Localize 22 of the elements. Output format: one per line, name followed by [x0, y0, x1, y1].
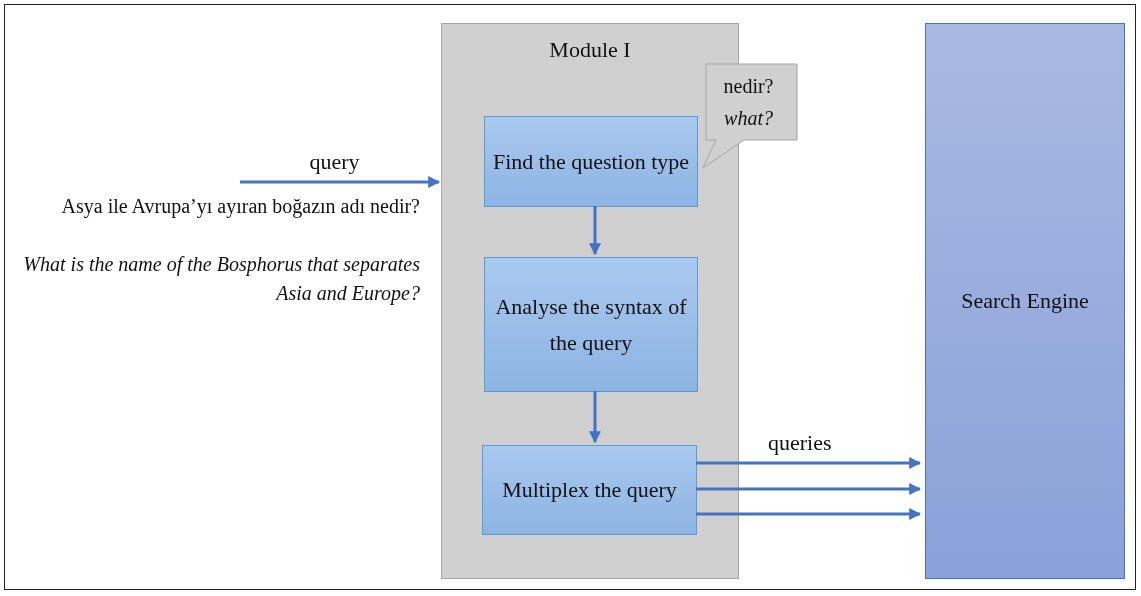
node-text: nedir? — [723, 74, 774, 99]
edge-label: queries — [768, 430, 832, 456]
process-box — [484, 116, 698, 207]
arrow — [696, 508, 922, 520]
search-engine-box — [925, 23, 1125, 579]
node-text: Module I — [549, 36, 631, 64]
arrow — [240, 176, 441, 188]
node-text: what? — [724, 106, 773, 131]
arrow — [589, 391, 601, 444]
query-text: What is the name of the Bosphorus that separates Asia and Europe? — [22, 252, 420, 307]
edge-label: query — [309, 149, 360, 175]
query-text: Asya ile Avrupa’yı ayıran boğazın adı nedir? — [60, 194, 420, 220]
node-text: Analyse the syntax of the query — [494, 293, 688, 357]
node-text: Search Engine — [961, 287, 1089, 316]
node-text: Find the question type — [492, 147, 690, 176]
arrow — [696, 457, 922, 469]
arrow — [696, 483, 922, 495]
arrow — [589, 206, 601, 256]
node-text: Multiplex the query — [502, 476, 677, 505]
speech-bubble — [700, 64, 797, 170]
process-box — [482, 445, 697, 535]
process-box — [484, 257, 698, 392]
